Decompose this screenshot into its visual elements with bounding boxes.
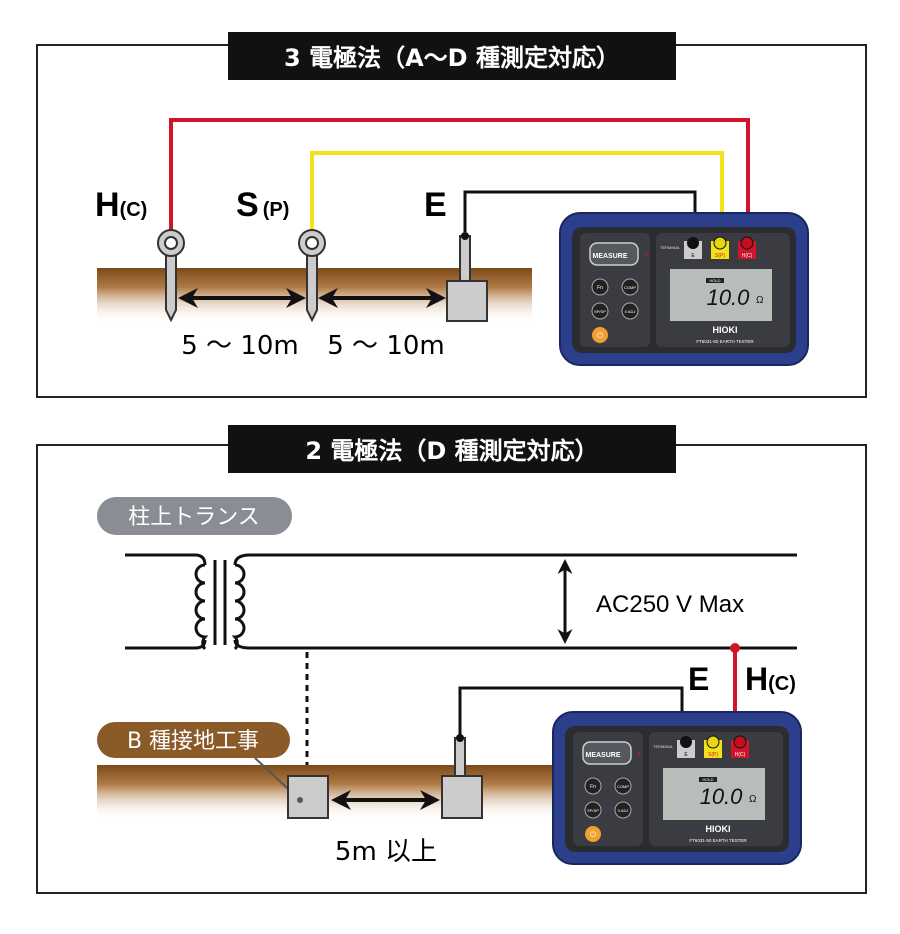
e-earth-electrode bbox=[441, 734, 483, 819]
sp-label: SP/SP bbox=[587, 808, 599, 813]
lcd-screen bbox=[670, 269, 772, 321]
comp-button[interactable] bbox=[621, 278, 639, 296]
fn-button[interactable] bbox=[591, 278, 609, 296]
terminal-label: TERMINAL bbox=[653, 744, 674, 749]
ground-work-label: B 種接地工事 bbox=[127, 729, 259, 754]
panel-3-pole-method: 3 電極法（A〜D 種測定対応） 5 〜 10m 5 〜 10m H(C) bbox=[36, 32, 867, 398]
zero-adj-button[interactable] bbox=[621, 302, 639, 320]
panel-title-banner bbox=[228, 425, 676, 473]
lcd-screen bbox=[663, 768, 765, 820]
model-label: FT6031-50 EARTH TESTER bbox=[689, 838, 747, 843]
comp-label: COMP bbox=[624, 285, 636, 290]
label-h: H(C) bbox=[95, 186, 147, 224]
label-h: H(C) bbox=[745, 661, 796, 697]
comp-button[interactable] bbox=[614, 777, 632, 795]
panel-title: 3 電極法（A〜D 種測定対応） bbox=[284, 44, 620, 72]
label-e: E bbox=[688, 661, 709, 697]
earth-tester-device: MEASURE ⚡ Fn COMP SP/SP 0 ADJ ⏻ TERMINAL… bbox=[559, 212, 809, 366]
lcd-unit: Ω bbox=[749, 794, 757, 805]
power-icon: ⏻ bbox=[590, 830, 597, 839]
brand-logo: HIOKI bbox=[705, 824, 730, 834]
lightning-icon: ⚡ bbox=[636, 749, 642, 759]
yellow-wire-s bbox=[310, 151, 724, 240]
comp-label: COMP bbox=[617, 784, 629, 789]
red-wire-h bbox=[169, 118, 750, 240]
label-s: S(P) bbox=[236, 186, 289, 224]
ground-work-label-pill bbox=[97, 722, 290, 758]
transformer-label-pill bbox=[97, 497, 292, 535]
power-button[interactable] bbox=[585, 826, 601, 842]
hold-indicator: HOLD bbox=[702, 777, 713, 782]
lcd-reading: 10.0 bbox=[707, 285, 751, 310]
terminal-s-label: S(P) bbox=[708, 752, 718, 758]
measure-button-label: MEASURE bbox=[585, 752, 620, 759]
h-auxiliary-stake bbox=[157, 229, 185, 323]
transformer-label: 柱上トランス bbox=[128, 505, 260, 530]
sp-label: SP/SP bbox=[594, 309, 606, 314]
zero-adj-label: 0 ADJ bbox=[618, 808, 629, 813]
lcd-reading: 10.0 bbox=[700, 784, 744, 809]
measure-button[interactable] bbox=[582, 741, 632, 765]
zero-adj-button[interactable] bbox=[614, 801, 632, 819]
distance-label: 5m 以上 bbox=[335, 837, 437, 867]
sp-button[interactable] bbox=[591, 302, 609, 320]
terminal-label: TERMINAL bbox=[660, 245, 681, 250]
fn-button[interactable] bbox=[584, 777, 602, 795]
terminal-e-label: E bbox=[684, 752, 688, 758]
label-e: E bbox=[424, 186, 447, 224]
terminal-s-label: S(P) bbox=[715, 253, 725, 259]
terminal-e-label: E bbox=[691, 253, 695, 259]
brand-logo: HIOKI bbox=[712, 325, 737, 335]
panel-2-pole-method: 2 電極法（D 種測定対応） 柱上トランス AC250 V Max B 種接地工… bbox=[36, 425, 867, 894]
fn-label: Fn bbox=[590, 784, 596, 790]
lcd-unit: Ω bbox=[756, 295, 764, 306]
terminal-h-label: H(C) bbox=[742, 253, 753, 259]
power-button[interactable] bbox=[592, 327, 608, 343]
distance-label-2: 5 〜 10m bbox=[327, 331, 444, 361]
power-icon: ⏻ bbox=[597, 331, 604, 340]
panel-title-banner bbox=[228, 32, 676, 80]
panel-title: 2 電極法（D 種測定対応） bbox=[305, 437, 598, 465]
e-earth-electrode bbox=[446, 232, 488, 322]
sp-button[interactable] bbox=[584, 801, 602, 819]
b-class-ground-electrode bbox=[287, 775, 329, 819]
distance-label-1: 5 〜 10m bbox=[181, 331, 298, 361]
measure-button[interactable] bbox=[589, 242, 639, 266]
hold-indicator: HOLD bbox=[709, 278, 720, 283]
s-auxiliary-stake bbox=[298, 229, 326, 323]
measure-button-label: MEASURE bbox=[592, 253, 627, 260]
lightning-icon: ⚡ bbox=[643, 250, 649, 260]
terminal-h-label: H(C) bbox=[735, 752, 746, 758]
fn-label: Fn bbox=[597, 285, 603, 291]
model-label: FT6031-50 EARTH TESTER bbox=[696, 339, 754, 344]
earth-tester-device: MEASURE ⚡ Fn COMP SP/SP 0 ADJ ⏻ TERMINAL… bbox=[552, 711, 802, 865]
zero-adj-label: 0 ADJ bbox=[625, 309, 636, 314]
pole-transformer bbox=[125, 553, 797, 650]
voltage-label: AC250 V Max bbox=[596, 591, 744, 618]
